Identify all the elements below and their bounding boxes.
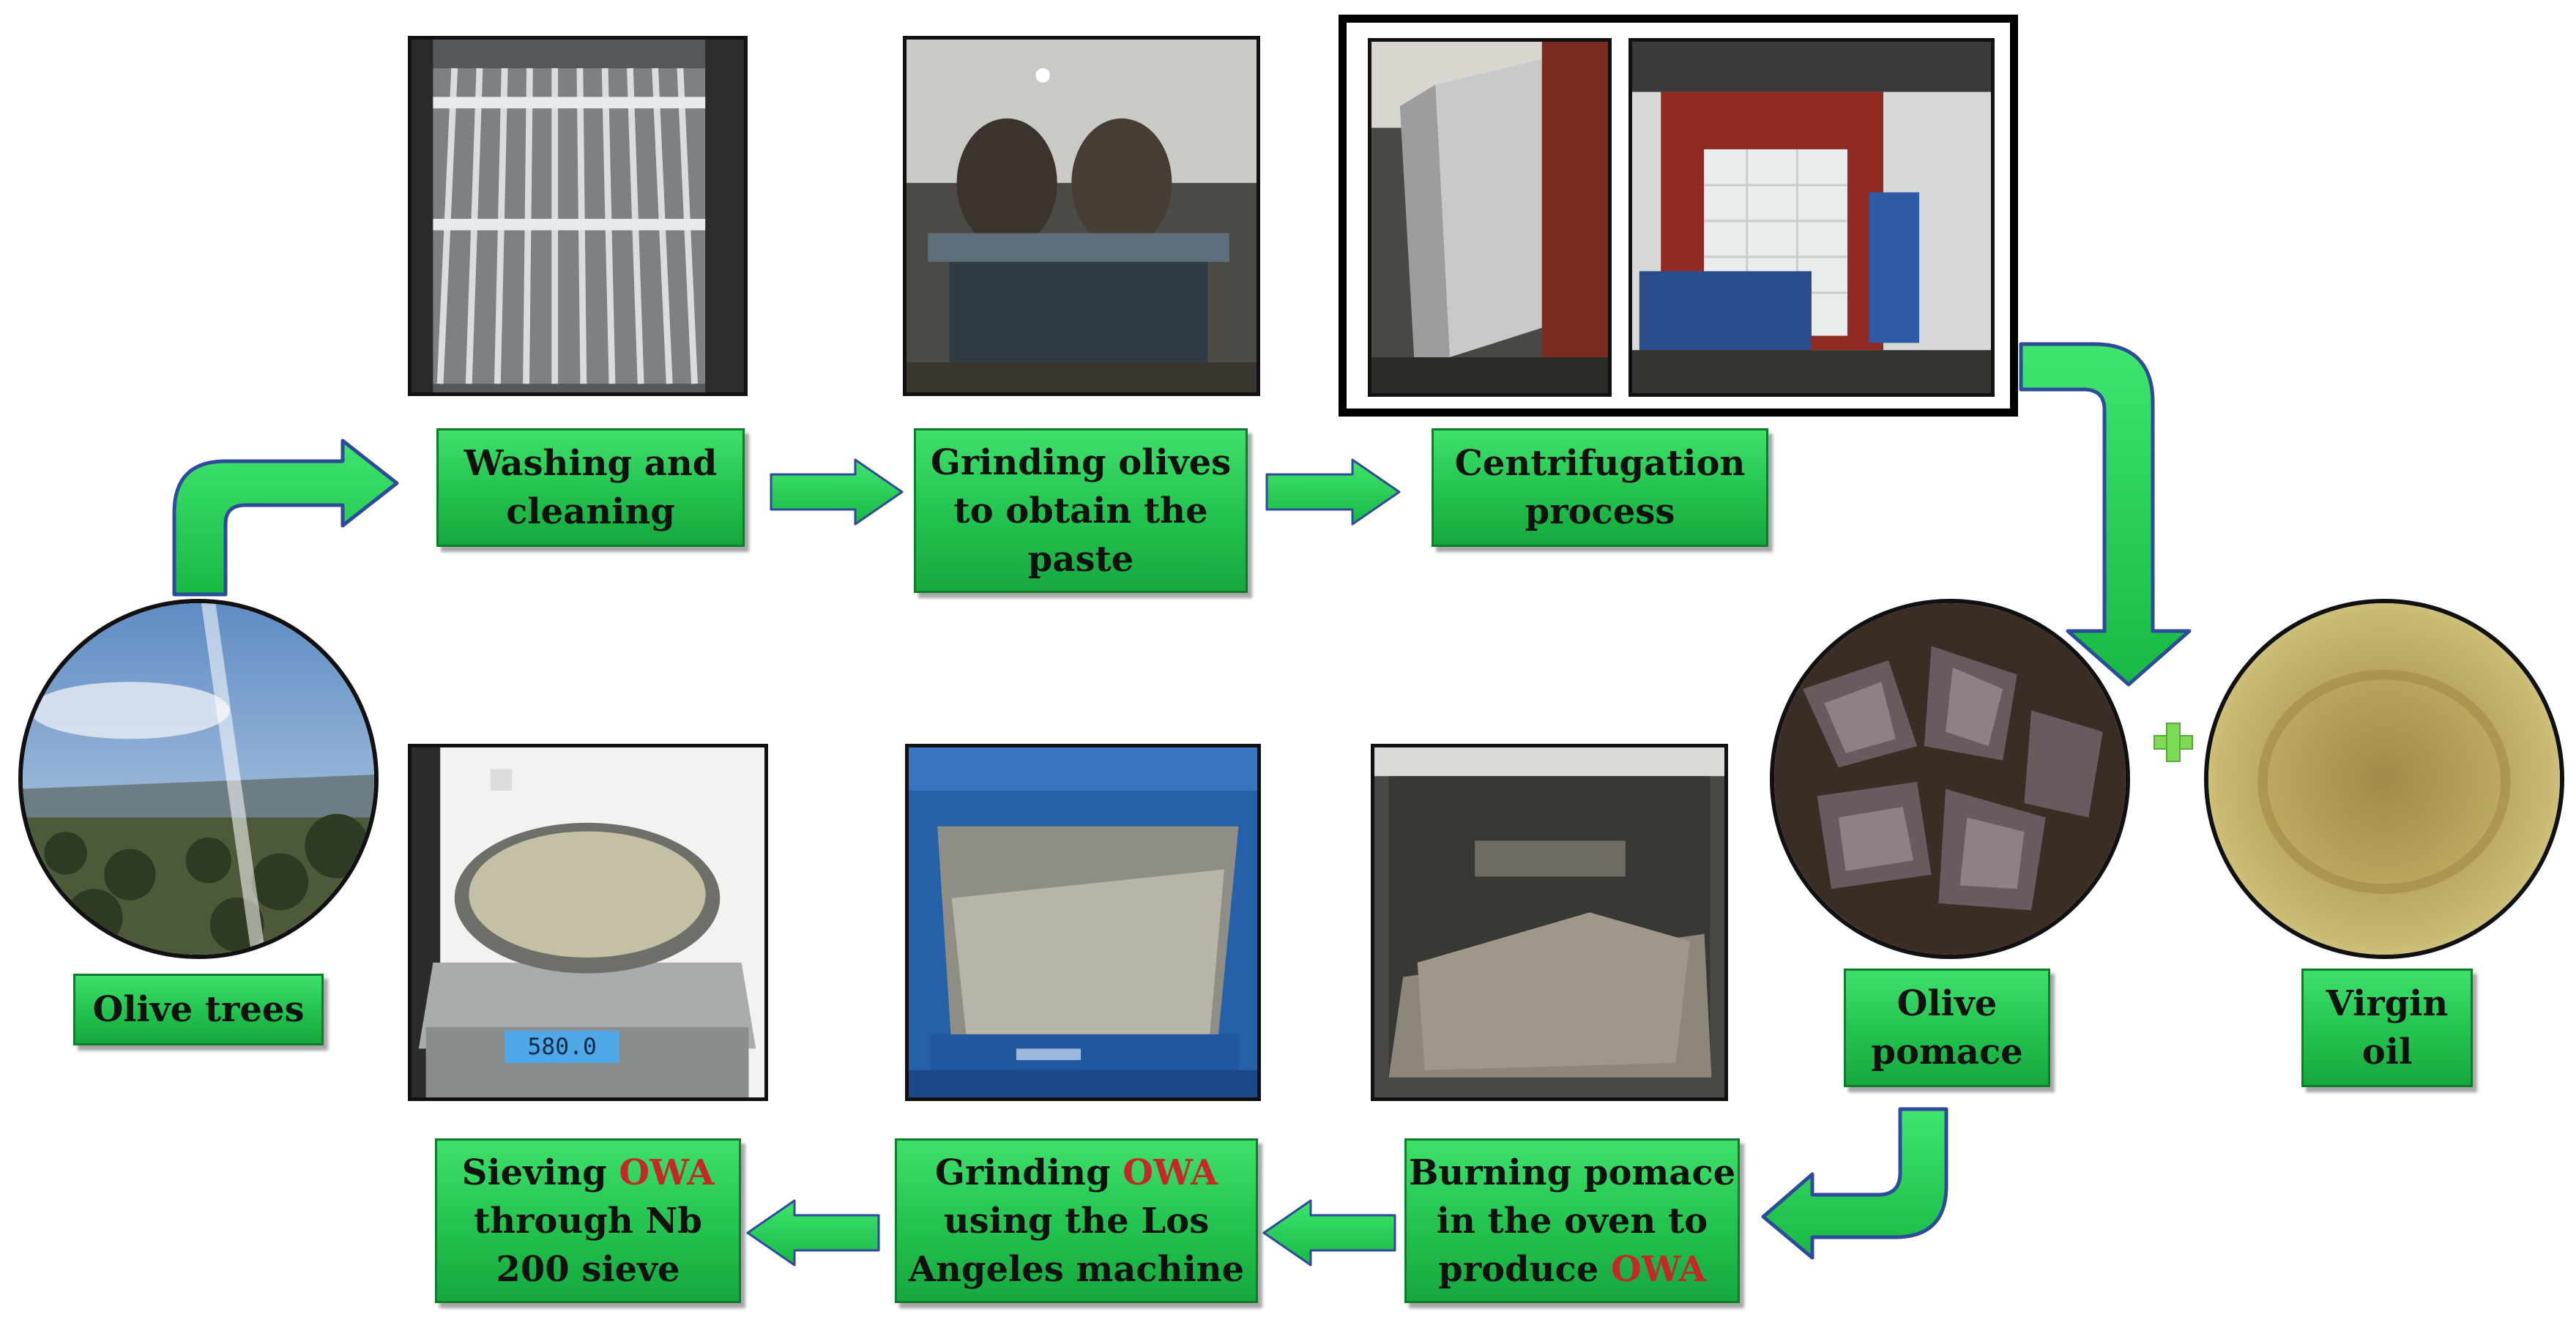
- washing-line-2: cleaning: [506, 491, 675, 532]
- virgin-oil-label: Virgin oil: [2301, 969, 2473, 1087]
- sieving-owa-label: Sieving OWA through Nb 200 sieve: [435, 1138, 741, 1303]
- grinding-owa-line-1-text: Grinding: [934, 1152, 1123, 1193]
- burning-line-1: Burning pomace: [1408, 1152, 1736, 1193]
- olive-trees-photo: [18, 599, 379, 959]
- owa-highlight: OWA: [619, 1152, 715, 1193]
- sieving-line-2: through Nb: [474, 1200, 702, 1242]
- centrifuge-tank-photo: [1368, 38, 1612, 397]
- virgin-oil-line-1: Virgin: [2326, 983, 2449, 1024]
- grinding-olives-line-1: Grinding olives: [930, 441, 1232, 483]
- grinding-olives-line-3: paste: [1027, 538, 1134, 580]
- washing-photo: [408, 36, 748, 396]
- arrow-grinding-to-centrifugation: [1265, 458, 1401, 526]
- press-machine-photo: [1628, 38, 1995, 397]
- arrow-washing-to-grinding: [770, 458, 904, 526]
- grinding-owa-line-2: using the Los: [943, 1200, 1210, 1242]
- oven-ash-photo: [1371, 744, 1728, 1101]
- arrow-pomace-to-burning: [1761, 1107, 1948, 1260]
- centrifugation-line-1: Centrifugation: [1454, 443, 1746, 484]
- sieving-line-1: Sieving OWA: [462, 1149, 715, 1197]
- owa-highlight: OWA: [1610, 1248, 1706, 1290]
- arrow-grinding-owa-to-sieving: [746, 1199, 880, 1267]
- sieving-line-3: 200 sieve: [496, 1248, 680, 1290]
- arrow-trees-to-washing: [172, 439, 399, 597]
- burning-line-3: produce OWA: [1409, 1245, 1735, 1294]
- grinding-olives-label: Grinding olives to obtain the paste: [914, 428, 1248, 593]
- burning-line-2: in the oven to: [1436, 1200, 1708, 1242]
- olive-pomace-photo: [1770, 599, 2130, 959]
- olive-pomace-line-2: pomace: [1871, 1032, 2023, 1073]
- olive-pomace-label: Olive pomace: [1844, 969, 2050, 1087]
- los-angeles-machine-photo: [905, 744, 1261, 1101]
- grinding-owa-line-3: Angeles machine: [908, 1248, 1245, 1290]
- plus-icon: [2154, 723, 2193, 762]
- virgin-oil-photo: [2204, 599, 2564, 959]
- washing-cleaning-label: Washing and cleaning: [436, 428, 745, 547]
- sieving-line-1-text: Sieving: [461, 1152, 619, 1193]
- centrifugation-line-2: process: [1525, 491, 1675, 532]
- virgin-oil-line-2: oil: [2361, 1032, 2413, 1073]
- grinding-owa-label: Grinding OWA using the Los Angeles machi…: [895, 1138, 1258, 1303]
- grinding-owa-line-1: Grinding OWA: [909, 1149, 1244, 1197]
- centrifugation-label: Centrifugation process: [1432, 428, 1768, 547]
- olive-pomace-line-1: Olive: [1896, 983, 1998, 1024]
- arrow-burning-to-grinding-owa: [1262, 1199, 1396, 1267]
- burning-line-3-text: produce: [1438, 1248, 1611, 1290]
- sieve-scale-photo: 580.0: [408, 744, 768, 1101]
- washing-line-1: Washing and: [464, 443, 718, 484]
- grinding-olives-line-2: to obtain the: [953, 490, 1208, 531]
- scale-display-text: 580.0: [528, 1034, 597, 1060]
- grinding-olives-photo: [903, 36, 1260, 396]
- burning-pomace-label: Burning pomace in the oven to produce OW…: [1404, 1138, 1740, 1303]
- owa-highlight: OWA: [1123, 1152, 1218, 1193]
- olive-trees-text: Olive trees: [92, 989, 305, 1030]
- olive-trees-label: Olive trees: [73, 974, 324, 1045]
